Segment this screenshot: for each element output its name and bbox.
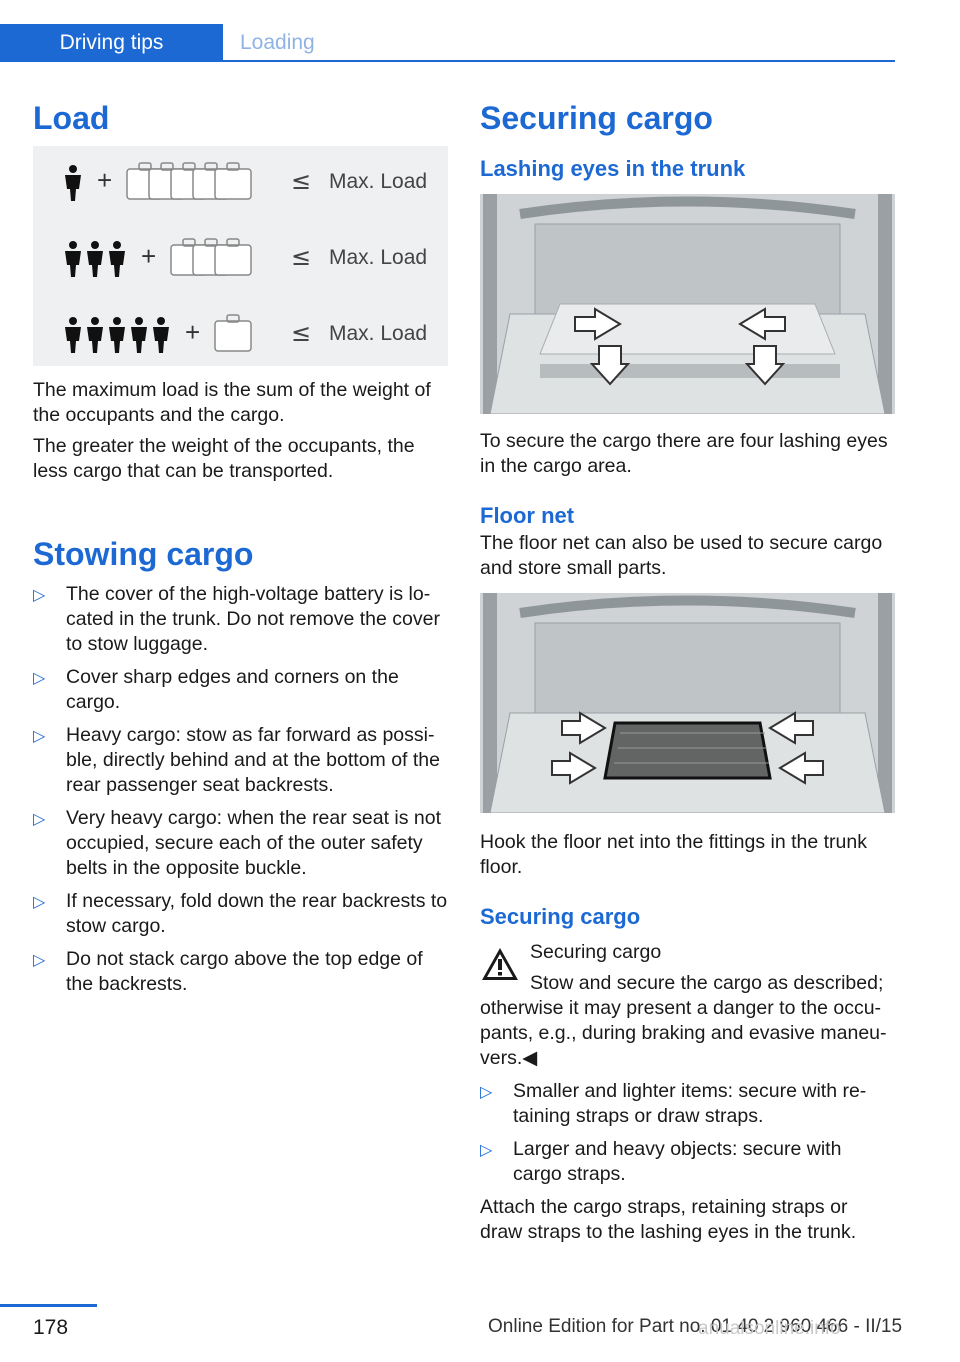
hook-floor-net-paragraph: Hook the floor net into the fittings in … [480,831,867,878]
triangle-bullet-icon: ▷ [33,952,46,969]
max-load-figure: + ≤ Max. Load + ≤ Max. Load + ≤ Max. Load [33,146,448,366]
tab-loading[interactable]: Loading [240,31,315,54]
person-icon [109,317,125,353]
person-icon [131,317,147,353]
list-item: ▷ Cover sharp edges and corners on the ca… [33,665,448,715]
floor-net-heading: Floor net [480,503,575,528]
suitcase-icon [214,238,252,276]
list-item-text: If necessary, fold down the rear backres… [66,890,448,937]
less-or-equal-sign: ≤ [291,167,311,195]
list-item-text: Very heavy cargo: when the rear seat is … [66,807,442,879]
person-icon [65,317,81,353]
list-item-text: The cover of the high-voltage battery is… [66,583,440,655]
left-column: Load + ≤ Max. Load + ≤ Max. Load + ≤ Max. Load T… [33,98,448,997]
triangle-bullet-icon: ▷ [33,894,46,911]
load-paragraph-1: The maximum load is the sum of the weigh… [33,379,431,426]
list-item-text: Do not stack cargo above the top edge of… [66,948,423,995]
watermark: anualsonline.info [698,1318,841,1339]
warning-text-tail: otherwise it may present a danger to the… [480,997,887,1069]
floor-net-image [480,593,895,814]
load-paragraph-2: The greater the weight of the occupants,… [33,435,415,482]
list-item: ▷ The cover of the high-voltage battery i… [33,582,448,657]
max-load-label: Max. Load [329,246,427,269]
triangle-bullet-icon: ▷ [33,670,46,687]
person-icon [65,165,81,201]
tab-driving-tips[interactable]: Driving tips [0,24,223,62]
max-load-label: Max. Load [329,170,427,193]
securing-cargo-list: ▷ Smaller and lighter items: secure with … [480,1079,895,1187]
chapter-header: Driving tips Loading [0,24,895,62]
list-item: ▷ Do not stack cargo above the top edge o… [33,947,448,997]
stowing-cargo-list: ▷ The cover of the high-voltage battery i… [33,582,448,997]
list-item: ▷ Very heavy cargo: when the rear seat is… [33,806,448,881]
list-item-text: Cover sharp edges and corners on the car… [66,666,399,713]
load-heading: Load [33,100,110,136]
suitcase-icon [214,162,252,200]
triangle-bullet-icon: ▷ [33,728,46,745]
person-icon [65,241,81,277]
plus-sign: + [97,165,112,195]
lashing-eyes-heading: Lashing eyes in the trunk [480,156,746,181]
attach-straps-paragraph: Attach the cargo straps, retaining strap… [480,1196,857,1243]
suitcase-icon [214,314,252,352]
right-column: Securing cargo Lashing eyes in the trunk… [480,98,895,1245]
person-icon [153,317,169,353]
list-item-text: Smaller and lighter items: secure with r… [513,1080,867,1127]
list-item: ▷ Larger and heavy objects: secure with c… [480,1137,895,1187]
person-icon [109,241,125,277]
triangle-bullet-icon: ▷ [480,1142,493,1159]
securing-cargo-heading: Securing cargo [480,100,713,136]
list-item: ▷ Heavy cargo: stow as far forward as pos… [33,723,448,798]
less-or-equal-sign: ≤ [291,319,311,347]
lashing-eyes-paragraph: To secure the cargo there are four lashi… [480,430,888,477]
lashing-eyes-image [480,194,895,415]
person-icon [87,241,103,277]
warning-heading: Securing cargo [530,941,662,963]
triangle-bullet-icon: ▷ [480,1084,493,1101]
list-item-text: Larger and heavy objects: secure with ca… [513,1138,842,1185]
plus-sign: + [185,317,200,347]
plus-sign: + [141,241,156,271]
footer-rule [0,1304,97,1307]
triangle-bullet-icon: ▷ [33,811,46,828]
warning-text-head: Stow and secure the cargo as described; [530,972,884,994]
person-icon [87,317,103,353]
page-number: 178 [33,1316,69,1339]
max-load-diagram: + ≤ Max. Load + ≤ Max. Load + ≤ Max. Load [65,162,427,353]
edition-info: Online Edition for Part no. 01 40 2 960 … [488,1316,903,1337]
triangle-bullet-icon: ▷ [33,587,46,604]
warning-block: Securing cargo Stow and secure the cargo… [480,940,895,996]
floor-net-paragraph: The floor net can also be used to secure… [480,532,883,579]
max-load-label: Max. Load [329,322,427,345]
securing-cargo-subheading: Securing cargo [480,904,641,929]
stowing-cargo-heading: Stowing cargo [33,536,254,572]
less-or-equal-sign: ≤ [291,243,311,271]
list-item-text: Heavy cargo: stow as far forward as poss… [66,724,440,796]
list-item: ▷ Smaller and lighter items: secure with … [480,1079,895,1129]
warning-triangle-icon [482,948,518,980]
list-item: ▷ If necessary, fold down the rear backre… [33,889,448,939]
